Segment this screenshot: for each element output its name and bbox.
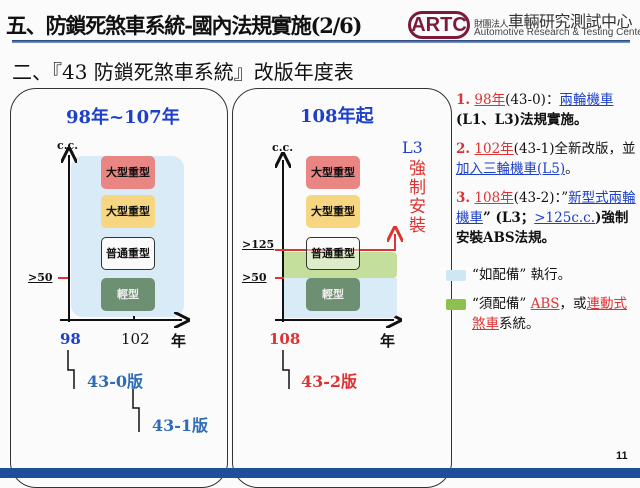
left-panel-title: 98年~107年 [66,107,180,128]
legend-item: “如配備” 執行。 [446,265,638,285]
version-label: 43-1版 [152,416,209,435]
legend-swatch [446,270,466,281]
version-connector [282,350,290,389]
org-english-name: Automotive Research & Testing Center [474,27,640,38]
version-label: 43-0版 [87,372,144,391]
y-axis-label: c.c. [272,141,294,154]
version-connector [67,350,75,389]
category-box: 輕型 [306,278,360,311]
x-axis-label: 年 [171,332,187,350]
page-number: 11 [616,450,628,462]
version-label: 43-2版 [301,372,358,391]
header-divider [12,40,630,43]
mandatory-label: 強制安裝 [409,159,426,236]
note-item: 2. 102年(43-1)全新改版，並加入三輪機車(L5)。 [456,141,636,177]
legend-text: “須配備” ABS，或連動式煞車系統。 [472,296,628,332]
category-box: 大型重型 [306,156,360,189]
threshold-label: >50 [242,271,267,284]
legend-swatch [446,299,466,310]
threshold-label: >125 [242,238,275,251]
artc-logo: ARTC [408,11,470,39]
x-axis-label: 年 [380,332,396,350]
legend-text: “如配備” 執行。 [472,267,572,283]
right-panel-title: 108年起 [300,106,374,127]
category-box: 普通重型 [306,237,360,270]
category-box: 大型重型 [306,195,360,228]
threshold-label: >50 [28,271,53,284]
subtitle: 二、『43 防鎖死煞車系統』改版年度表 [12,60,354,84]
category-box: 大型重型 [101,195,155,228]
category-box: 普通重型 [101,237,155,270]
footer-bar [0,468,640,478]
slide-title: 五、防鎖死煞車系統-國內法規實施(2/6) [6,13,362,38]
x-tick: 108 [269,330,301,348]
axes [58,0,440,432]
note-item: 3. 108年(43-2)：”新型式兩輪機車” (L3；>125c.c.)強制安… [456,190,636,246]
x-tick: 102 [121,330,150,348]
version-connector [132,389,140,432]
org-name: 財團法人車輛研究測試中心 [474,14,633,31]
l3-label: L3 [402,138,423,157]
legend-item: “須配備” ABS，或連動式煞車系統。 [446,294,638,334]
notes-column: 1. 98年(43-0)：兩輪機車(L1、L3)法規實施。 2. 102年(43… [446,90,638,334]
category-box: 大型重型 [101,156,155,189]
x-tick: 98 [60,330,81,348]
note-item: 1. 98年(43-0)：兩輪機車(L1、L3)法規實施。 [456,92,614,128]
category-box: 輕型 [101,278,155,311]
